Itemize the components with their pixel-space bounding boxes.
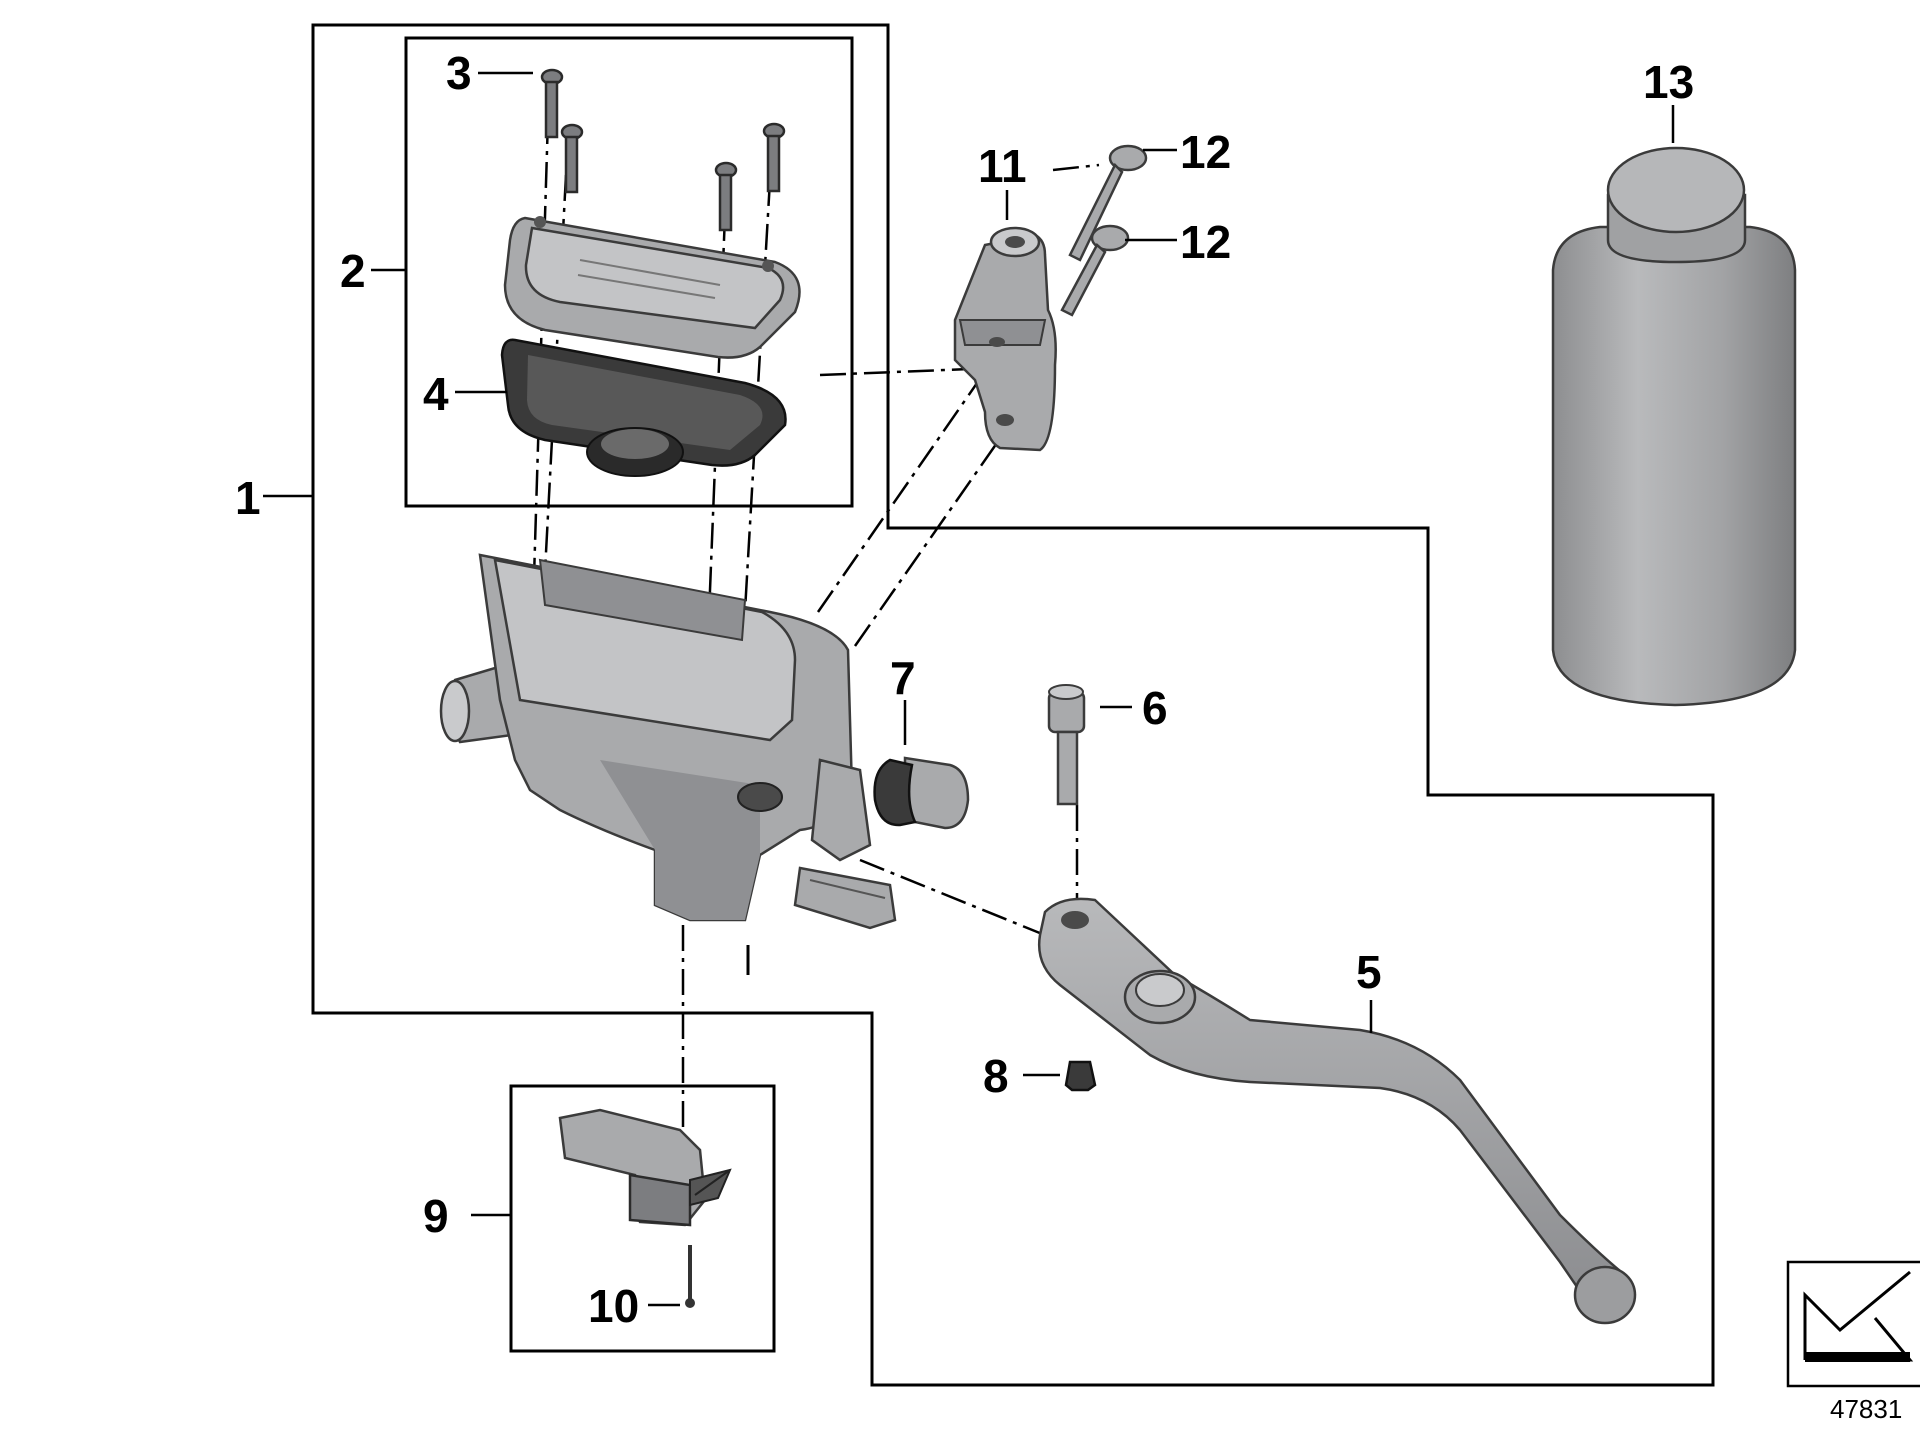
clutch-switch <box>558 1108 732 1227</box>
callout-12-lower: 12 <box>1180 216 1231 268</box>
subassembly-frame-2 <box>404 36 854 508</box>
pivot-bolt <box>1047 684 1086 806</box>
callout-5: 5 <box>1356 946 1382 998</box>
assembly-frame-1 <box>311 23 1715 1387</box>
callout-9: 9 <box>423 1190 449 1242</box>
callout-12-upper: 12 <box>1180 126 1231 178</box>
callout-6: 6 <box>1142 682 1168 734</box>
switch-screw <box>685 1245 695 1308</box>
callout-8: 8 <box>983 1050 1009 1102</box>
clamp-screws <box>1060 144 1148 317</box>
callout-leaders <box>263 71 1675 1307</box>
lock-nut <box>1064 1060 1097 1092</box>
callout-7: 7 <box>890 652 916 704</box>
diagram-reference-number: 47831 <box>1830 1394 1902 1424</box>
reservoir-cover <box>503 216 801 359</box>
callout-2: 2 <box>340 245 366 297</box>
reference-icon <box>1786 1260 1920 1388</box>
callout-10: 10 <box>588 1280 639 1332</box>
reservoir-diaphragm <box>500 338 787 477</box>
callout-1: 1 <box>235 472 261 524</box>
brake-fluid-bottle <box>1551 146 1797 707</box>
callout-11: 11 <box>978 140 1027 192</box>
subassembly-frame-9 <box>509 1084 776 1353</box>
cover-screws <box>540 68 786 232</box>
handlebar-clamp <box>953 226 1057 452</box>
master-cylinder-body <box>439 553 897 975</box>
callout-4: 4 <box>423 368 449 420</box>
dust-boot <box>873 756 970 830</box>
clutch-lever <box>1037 897 1637 1325</box>
callout-3: 3 <box>446 47 472 99</box>
callout-13: 13 <box>1643 56 1694 108</box>
